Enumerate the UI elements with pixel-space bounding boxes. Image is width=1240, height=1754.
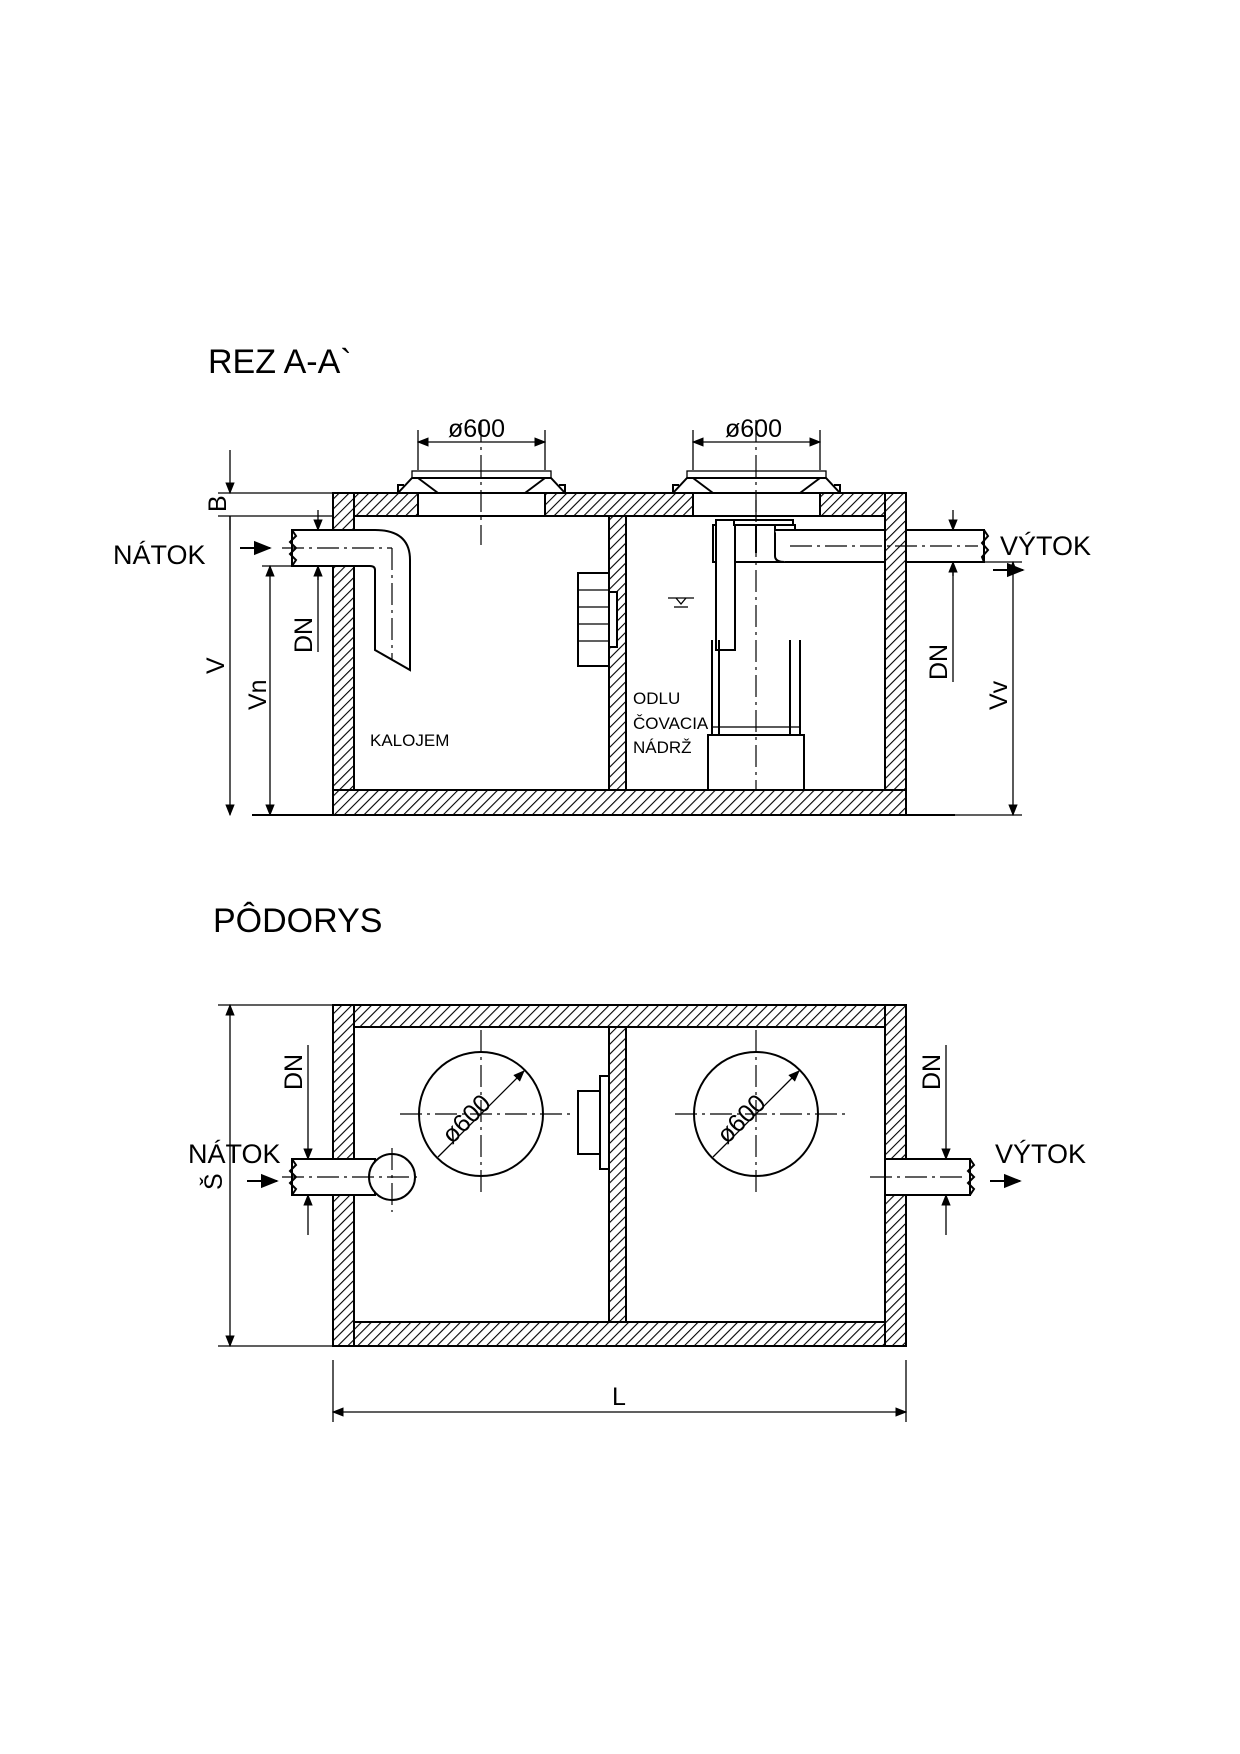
plan-dim-S: Š — [199, 1003, 333, 1348]
plan-dim-DN-outlet-label: DN — [918, 1054, 946, 1090]
section-chamber-right-label-3: NÁDRŽ — [633, 738, 692, 757]
section-chamber-right-label-2: ČOVACIA — [633, 714, 709, 733]
section-inlet-pipe: NÁTOK — [113, 529, 411, 672]
section-dim-Vv-label: Vv — [985, 680, 1013, 710]
plan-inlet-label: NÁTOK — [188, 1139, 281, 1169]
section-chamber-left-label: KALOJEM — [370, 731, 449, 750]
section-dim-V-label: V — [202, 657, 230, 674]
section-manhole-left-label: ø600 — [448, 415, 505, 443]
section-chamber-right-label-1: ODLU — [633, 689, 680, 708]
plan-title: PÔDORYS — [213, 902, 382, 940]
plan-dim-DN-outlet: DN — [918, 1045, 951, 1235]
section-dim-Vn-label: Vn — [244, 679, 272, 710]
plan-outlet-label: VÝTOK — [995, 1139, 1086, 1169]
section-dim-DN-outlet-label: DN — [925, 644, 953, 680]
plan-manhole-left: ø600 — [400, 1030, 570, 1195]
water-level-icon — [668, 597, 694, 608]
section-outlet-pipe: VÝTOK — [790, 529, 1091, 578]
section-outlet-assembly — [707, 500, 886, 791]
section-inlet-label: NÁTOK — [113, 540, 206, 570]
section-dim-Vn: Vn — [244, 564, 292, 817]
plan-baffle — [577, 1075, 610, 1170]
section-dim-V: V — [202, 516, 235, 817]
section-baffle — [577, 572, 618, 667]
section-dim-B: B — [204, 450, 333, 530]
plan-tank-walls — [332, 1004, 907, 1347]
section-dim-B-label: B — [204, 495, 232, 512]
plan-manhole-right-label: ø600 — [711, 1089, 771, 1149]
section-dim-manhole-right: ø600 — [691, 415, 822, 470]
section-dim-manhole-left: ø600 — [416, 415, 547, 470]
section-dim-DN-outlet: DN — [925, 510, 958, 682]
plan-dim-DN-inlet-label: DN — [280, 1054, 308, 1090]
plan-dim-L: L — [331, 1360, 908, 1422]
section-dim-DN-inlet-label: DN — [290, 617, 318, 653]
plan-outlet-pipe: VÝTOK — [870, 1139, 1086, 1196]
section-view: REZ A-A` — [113, 343, 1091, 817]
section-manhole-left — [397, 420, 566, 545]
section-title: REZ A-A` — [208, 343, 352, 381]
section-manhole-right-label: ø600 — [725, 415, 782, 443]
plan-view: PÔDORYS ø600 ø600 — [188, 902, 1086, 1422]
section-dim-DN-inlet: DN — [290, 510, 323, 653]
plan-dim-DN-inlet: DN — [280, 1045, 313, 1235]
plan-manhole-right: ø600 — [675, 1030, 845, 1195]
section-outlet-label: VÝTOK — [1000, 531, 1091, 561]
plan-manhole-left-label: ø600 — [436, 1089, 496, 1149]
plan-dim-S-label: Š — [199, 1173, 228, 1190]
section-dim-Vv: Vv — [906, 560, 1022, 817]
plan-dim-L-label: L — [612, 1383, 626, 1411]
